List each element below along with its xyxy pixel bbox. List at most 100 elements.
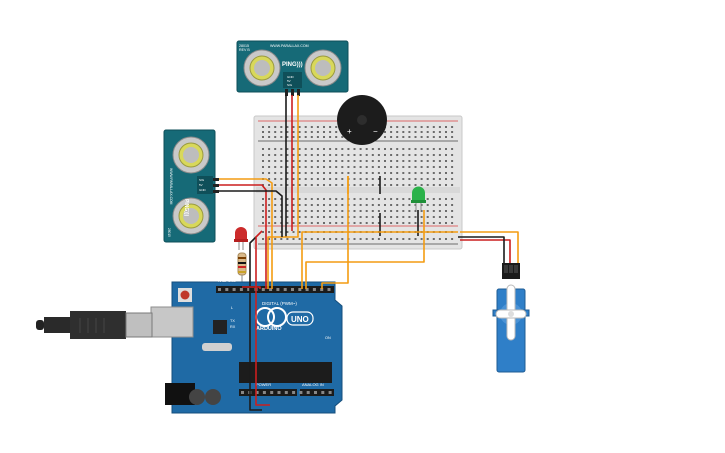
breadboard-hole	[445, 166, 447, 168]
breadboard-hole	[384, 136, 386, 138]
breadboard-hole	[341, 166, 344, 168]
header-pin	[314, 391, 317, 394]
breadboard-hole	[384, 216, 386, 218]
breadboard-hole	[353, 222, 356, 224]
breadboard-hole	[280, 166, 283, 168]
breadboard-hole	[286, 160, 289, 162]
breadboard-hole	[384, 222, 386, 224]
breadboard-hole	[304, 172, 307, 174]
breadboard-hole	[371, 160, 374, 162]
breadboard-hole	[310, 154, 313, 156]
breadboard-hole	[304, 222, 307, 224]
breadboard-hole	[402, 178, 405, 180]
breadboard-hole	[365, 210, 368, 212]
breadboard-hole	[274, 172, 277, 174]
breadboard-hole	[310, 172, 313, 174]
breadboard-hole	[414, 172, 417, 174]
breadboard-hole	[335, 154, 338, 156]
breadboard-hole	[292, 160, 295, 162]
breadboard-hole	[310, 136, 313, 138]
breadboard-hole	[347, 148, 350, 150]
breadboard-hole	[286, 231, 289, 233]
breadboard-hole	[310, 184, 313, 186]
header-pin	[298, 288, 302, 291]
breadboard-hole	[310, 131, 313, 133]
breadboard-hole	[420, 172, 423, 174]
ping-top-pin-sig: SIG	[287, 83, 293, 87]
breadboard-hole	[286, 204, 289, 206]
header-pin	[312, 288, 316, 291]
breadboard-hole	[280, 184, 283, 186]
breadboard-hole	[274, 222, 277, 224]
breadboard-hole	[304, 126, 307, 128]
ping-left-pin-gnd: GND	[199, 188, 207, 192]
breadboard-hole	[420, 238, 423, 240]
breadboard-hole	[298, 126, 301, 128]
breadboard-hole	[408, 216, 411, 218]
breadboard-hole	[262, 172, 264, 174]
breadboard-hole	[298, 222, 301, 224]
ultrasonic-sensor-left: SIG 5V GND PING))) WWW.PARALLAX.COM 2801…	[163, 129, 219, 243]
breadboard-hole	[390, 154, 393, 156]
breadboard-hole	[353, 184, 356, 186]
breadboard-hole	[341, 154, 344, 156]
breadboard-hole	[316, 216, 319, 218]
breadboard-hole	[451, 204, 454, 206]
atmega-chip	[239, 362, 332, 383]
breadboard-hole	[438, 136, 441, 138]
breadboard-hole	[402, 172, 405, 174]
breadboard-hole	[341, 198, 344, 200]
breadboard-hole	[274, 216, 277, 218]
breadboard-hole	[329, 222, 332, 224]
buzzer-plus-label: +	[347, 127, 352, 136]
breadboard-hole	[298, 238, 301, 240]
header-pin	[241, 391, 244, 394]
breadboard-hole	[274, 184, 277, 186]
breadboard-hole	[292, 148, 295, 150]
breadboard-hole	[390, 216, 393, 218]
breadboard-hole	[347, 154, 350, 156]
breadboard-hole	[274, 166, 277, 168]
header-pin	[284, 391, 288, 394]
breadboard-hole	[341, 136, 344, 138]
breadboard-hole	[377, 210, 380, 212]
breadboard-hole	[316, 154, 319, 156]
breadboard-hole	[445, 198, 447, 200]
header-pin	[239, 288, 243, 291]
breadboard-hole	[426, 184, 429, 186]
header-pin	[269, 288, 273, 291]
breadboard-hole	[316, 198, 319, 200]
breadboard-hole	[371, 216, 374, 218]
breadboard-hole	[408, 154, 411, 156]
usb-cable	[36, 311, 153, 339]
breadboard-hole	[304, 166, 307, 168]
breadboard-hole	[286, 210, 289, 212]
breadboard-hole	[323, 178, 325, 180]
breadboard-hole	[396, 204, 399, 206]
breadboard-hole	[353, 238, 356, 240]
breadboard-hole	[408, 148, 411, 150]
breadboard-hole	[420, 178, 423, 180]
breadboard-hole	[292, 172, 295, 174]
breadboard-hole	[390, 131, 393, 133]
breadboard-hole	[298, 210, 301, 212]
wires	[219, 95, 519, 411]
breadboard-hole	[359, 198, 362, 200]
breadboard-hole	[445, 204, 447, 206]
breadboard-hole	[408, 136, 411, 138]
breadboard-hole	[304, 131, 307, 133]
breadboard-hole	[310, 160, 313, 162]
breadboard-hole	[390, 136, 393, 138]
breadboard-hole	[286, 216, 289, 218]
breadboard-hole	[414, 160, 417, 162]
breadboard-hole	[390, 178, 393, 180]
breadboard-hole	[402, 166, 405, 168]
breadboard-hole	[268, 184, 271, 186]
led-label-on: ON	[325, 336, 331, 340]
breadboard-hole	[323, 148, 325, 150]
breadboard-hole	[420, 210, 423, 212]
breadboard-hole	[274, 148, 277, 150]
breadboard-hole	[451, 148, 454, 150]
breadboard-hole	[365, 154, 368, 156]
analog-label: ANALOG IN	[302, 382, 324, 387]
